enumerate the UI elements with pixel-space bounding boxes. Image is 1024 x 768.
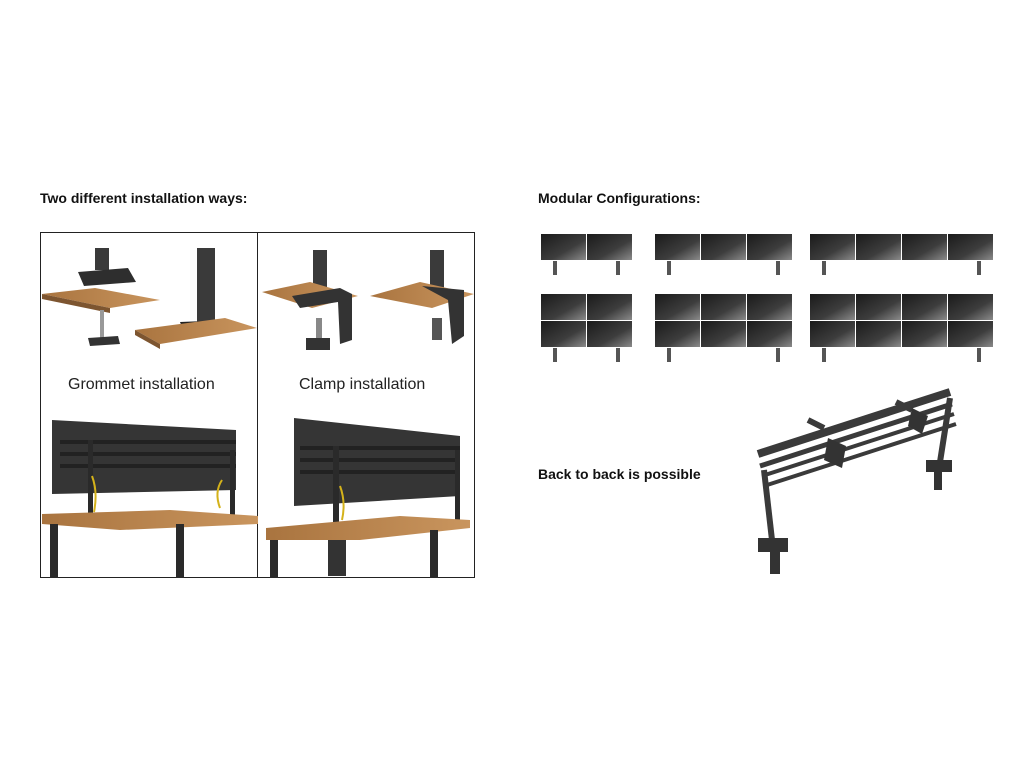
monitor-screen — [902, 294, 947, 320]
monitor-screen — [747, 234, 792, 260]
monitor-screen — [747, 321, 792, 347]
monitor-screen — [701, 321, 746, 347]
mount-post — [776, 348, 780, 362]
mount-post — [977, 261, 981, 275]
monitor-screen — [541, 234, 586, 260]
modular-config-1x3 — [655, 234, 792, 275]
monitor-screen — [701, 234, 746, 260]
mount-post — [667, 348, 671, 362]
monitor-screen — [856, 234, 901, 260]
clamp-desk-scene — [266, 418, 470, 578]
modular-configurations — [541, 234, 993, 362]
modular-config-2x2 — [541, 294, 632, 362]
monitor-screen — [948, 321, 993, 347]
mount-post — [616, 348, 620, 362]
monitor-screen — [655, 321, 700, 347]
mount-post — [822, 261, 826, 275]
grommet-illustration — [42, 248, 257, 349]
monitor-screen — [810, 234, 855, 260]
mount-post — [776, 261, 780, 275]
clamp-illustration — [262, 250, 474, 350]
monitor-screen — [587, 321, 632, 347]
modular-config-2x3 — [655, 294, 792, 362]
back-to-back-heading: Back to back is possible — [538, 466, 701, 482]
mount-post — [977, 348, 981, 362]
monitor-screen — [902, 234, 947, 260]
modular-config-1x4 — [810, 234, 993, 275]
monitor-screen — [747, 294, 792, 320]
monitor-screen — [856, 321, 901, 347]
monitor-screen — [810, 294, 855, 320]
grommet-installation-label: Grommet installation — [68, 376, 215, 393]
monitor-screen — [541, 294, 586, 320]
grommet-desk-scene — [42, 420, 258, 578]
mount-post — [616, 261, 620, 275]
installation-heading: Two different installation ways: — [40, 190, 248, 206]
clamp-installation-label: Clamp installation — [299, 376, 426, 393]
monitor-screen — [587, 294, 632, 320]
mount-post — [553, 261, 557, 275]
monitor-screen — [655, 234, 700, 260]
monitor-screen — [856, 294, 901, 320]
monitor-screen — [701, 294, 746, 320]
mount-post — [667, 261, 671, 275]
monitor-screen — [902, 321, 947, 347]
modular-config-1x2 — [541, 234, 632, 275]
monitor-screen — [541, 321, 586, 347]
modular-config-2x4 — [810, 294, 993, 362]
monitor-screen — [587, 234, 632, 260]
monitor-screen — [655, 294, 700, 320]
modular-configurations-heading: Modular Configurations: — [538, 190, 701, 206]
monitor-screen — [948, 234, 993, 260]
panel-divider — [257, 232, 258, 578]
monitor-screen — [810, 321, 855, 347]
mount-post — [822, 348, 826, 362]
mount-post — [553, 348, 557, 362]
monitor-screen — [948, 294, 993, 320]
back-to-back-mount-illustration — [756, 388, 957, 574]
